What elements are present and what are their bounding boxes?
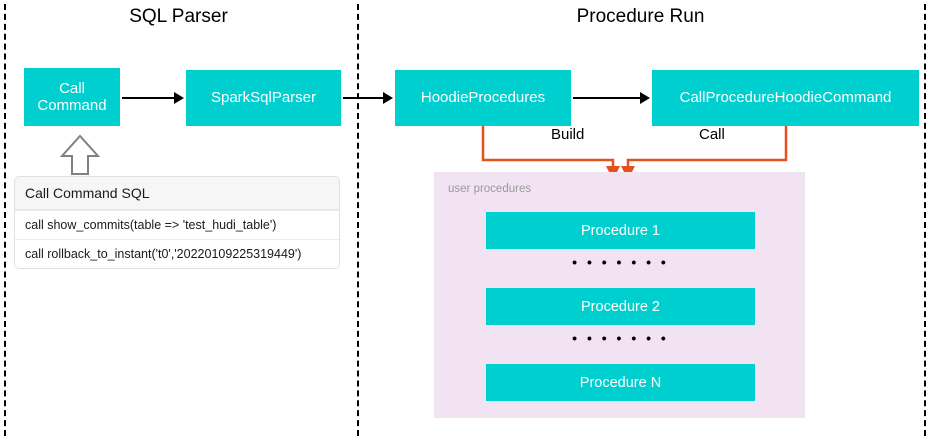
flow-arrow-call-to-parser-line [122,97,176,99]
connector-label-call: Call [695,126,729,143]
user-procedures-panel: user procedures Procedure 1 • • • • • • … [434,172,805,418]
section-title-sql-parser: SQL Parser [129,6,228,27]
section-title-procedure-run: Procedure Run [576,6,705,27]
flow-arrow-parser-to-procedures-head [383,92,393,104]
flow-arrow-call-to-parser-head [174,92,184,104]
procedure-box[interactable]: Procedure 2 [486,288,755,325]
node-call-procedure-hoodie-command[interactable]: CallProcedureHoodieCommand [652,70,919,126]
node-spark-sql-parser[interactable]: SparkSqlParser [186,70,341,126]
sql-table-row: call show_commits(table => 'test_hudi_ta… [15,210,339,239]
hollow-up-arrow-icon [60,134,100,175]
connector-label-build: Build [547,126,589,143]
sql-table-header: Call Command SQL [15,177,339,210]
call-command-sql-table: Call Command SQL call show_commits(table… [14,176,340,269]
procedure-ellipsis: • • • • • • • [572,330,669,346]
sql-table-row: call rollback_to_instant('t0','202201092… [15,239,339,268]
flow-arrow-procedures-to-command-head [640,92,650,104]
section-divider-middle [357,4,359,436]
section-divider-right [924,4,926,436]
flow-arrow-procedures-to-command-line [573,97,642,99]
procedure-box[interactable]: Procedure N [486,364,755,401]
user-procedures-label: user procedures [448,183,532,195]
node-hoodie-procedures[interactable]: HoodieProcedures [395,70,571,126]
procedure-ellipsis: • • • • • • • [572,254,669,270]
node-call-command[interactable]: Call Command [24,68,120,126]
flow-arrow-parser-to-procedures-line [343,97,385,99]
section-divider-left [4,4,6,436]
procedure-box[interactable]: Procedure 1 [486,212,755,249]
